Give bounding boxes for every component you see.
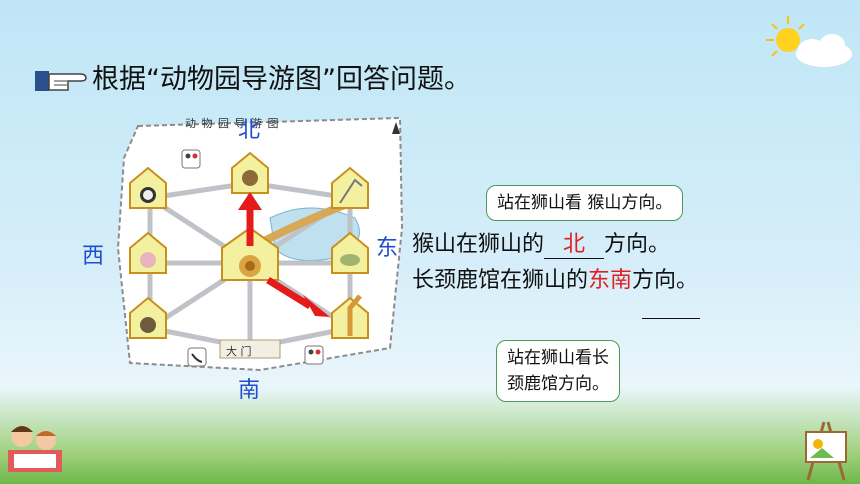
direction-east: 东 bbox=[376, 236, 399, 261]
q2-suffix: 方向。 bbox=[632, 268, 699, 293]
telephone-icon bbox=[187, 347, 207, 367]
map-title: 动 物 园 导 游 图 bbox=[185, 117, 280, 130]
q1-prefix: 猴山在狮山的 bbox=[412, 232, 545, 257]
southeast-arrow bbox=[266, 277, 330, 317]
restroom-icon bbox=[181, 149, 324, 365]
q1-answer: 北 bbox=[563, 232, 586, 257]
reading-kids-icon bbox=[8, 425, 62, 472]
compass-icon bbox=[392, 122, 400, 134]
sun-cloud-icon bbox=[766, 16, 852, 67]
direction-south: 南 bbox=[238, 378, 261, 403]
zoo-map bbox=[116, 116, 404, 372]
hint-text-bottom-1: 站在狮山看长 bbox=[507, 348, 609, 368]
north-arrow bbox=[238, 192, 262, 246]
hint-bubble-top: 站在狮山看 猴山方向。 bbox=[486, 185, 684, 221]
direction-west: 西 bbox=[82, 244, 105, 269]
hint-text-top: 站在狮山看 猴山方向。 bbox=[497, 193, 673, 213]
slide-title: 根据“动物园导游图”回答问题。 bbox=[92, 64, 471, 95]
answer-underline bbox=[642, 318, 700, 319]
hint-bubble-bottom: 站在狮山看长 颈鹿馆方向。 bbox=[496, 340, 620, 402]
q2-prefix: 长颈鹿馆在狮山的 bbox=[412, 268, 589, 293]
easel-icon bbox=[805, 421, 847, 481]
question-line-1: 猴山在狮山的北方向。 bbox=[412, 226, 670, 259]
question-line-2: 长颈鹿馆在狮山的东南方向。 bbox=[412, 262, 698, 294]
q2-answer: 东南 bbox=[588, 268, 633, 293]
direction-north: 北 bbox=[238, 118, 261, 143]
hint-text-bottom-2: 颈鹿馆方向。 bbox=[507, 374, 609, 394]
pointing-hand-icon bbox=[35, 71, 87, 91]
gate-label: 大 门 bbox=[226, 345, 252, 358]
q1-suffix: 方向。 bbox=[604, 232, 671, 257]
